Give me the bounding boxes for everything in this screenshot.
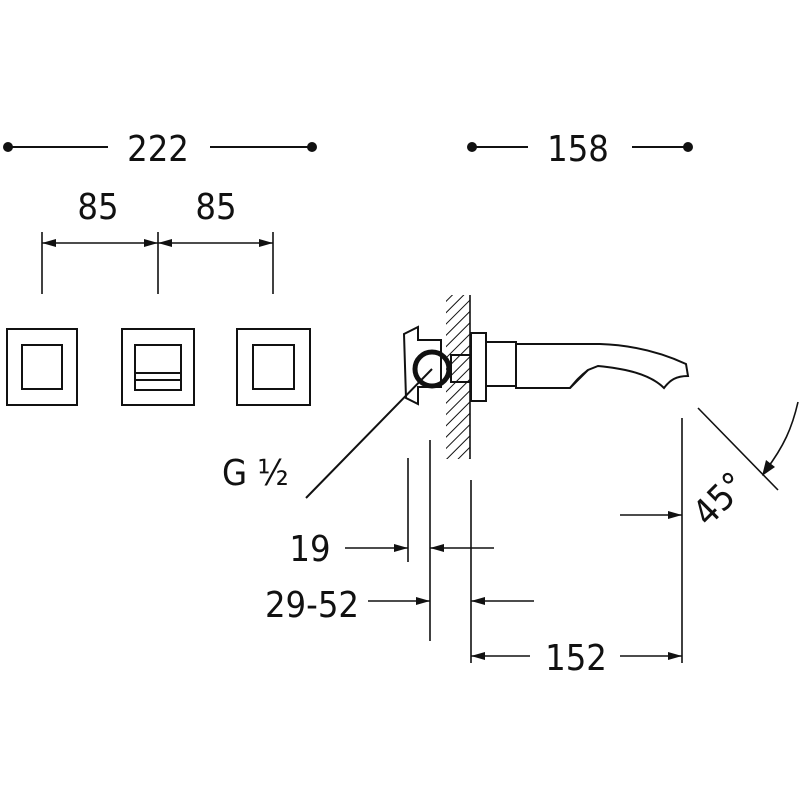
spout-reach-label: 152 (545, 638, 607, 679)
spout-angle-label: 45° (685, 465, 755, 535)
spacing-dimensions: 85 85 (41, 187, 274, 294)
arrowhead (762, 460, 775, 476)
overall-width-label: 222 (127, 129, 189, 170)
wall-offset-dimension: 19 (289, 529, 494, 570)
arrowhead (668, 511, 682, 519)
overall-width-dimension: 222 (3, 129, 317, 170)
left-plate (6, 328, 78, 406)
leader-line (305, 368, 433, 499)
projection-total-dimension: 158 (467, 129, 693, 170)
arrowhead (42, 239, 56, 247)
spout-angle-dimension: 45° (620, 401, 799, 535)
arrowhead (430, 544, 444, 552)
wall-depth-label: 29-52 (265, 585, 359, 626)
connector-ring-icon (412, 349, 452, 389)
spacing-right-label: 85 (195, 187, 236, 228)
arrowhead (158, 239, 172, 247)
spout-reach-dimension: 152 (471, 638, 682, 679)
arrowhead (259, 239, 273, 247)
side-extension-lines (407, 418, 683, 663)
arrowhead (668, 652, 682, 660)
projection-total-label: 158 (547, 129, 609, 170)
center-plate (121, 328, 195, 406)
dimension-endpoint-dot (683, 142, 693, 152)
dimension-endpoint-dot (307, 142, 317, 152)
arrowhead (471, 597, 485, 605)
arrowhead (394, 544, 408, 552)
spacing-left-label: 85 (77, 187, 118, 228)
arrowhead (416, 597, 430, 605)
thread-callout: G ½ (222, 368, 433, 499)
right-plate (236, 328, 311, 406)
arrowhead (144, 239, 158, 247)
spout-side-view (402, 325, 690, 406)
arrowhead (471, 652, 485, 660)
wall-offset-label: 19 (289, 529, 330, 570)
thread-size-label: G ½ (222, 453, 289, 494)
wall-depth-dimension: 29-52 (265, 585, 534, 626)
wall-plates (6, 328, 311, 406)
